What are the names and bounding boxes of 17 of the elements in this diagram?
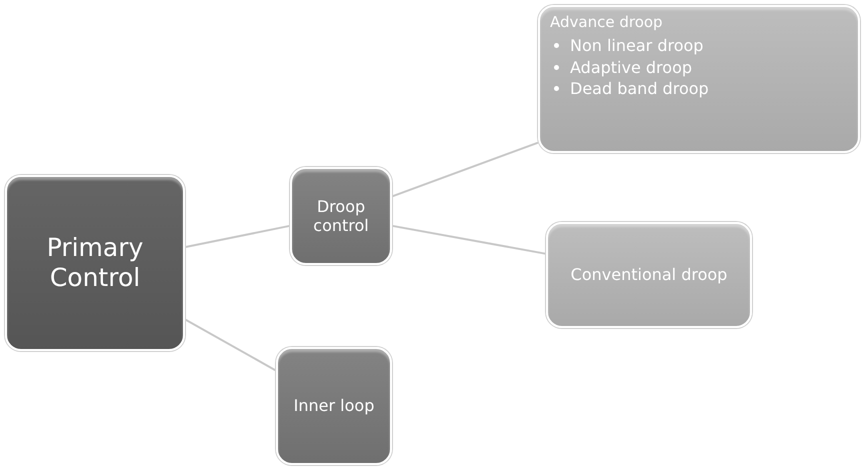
node-label: Primary Control <box>46 233 144 293</box>
rounded-box <box>5 175 185 351</box>
bullet-item: Adaptive droop <box>570 56 692 78</box>
node-label: Advance droop <box>550 13 663 31</box>
node-label: Conventional droop <box>570 265 728 285</box>
connector-line <box>184 318 276 372</box>
bullet-item: Non linear droop <box>570 35 704 57</box>
rounded-box <box>538 5 860 153</box>
node-label: Droop control <box>312 196 370 236</box>
rounded-box <box>546 222 752 328</box>
node-label: Inner loop <box>294 396 374 416</box>
rounded-box <box>290 167 392 265</box>
connector-line <box>392 142 538 198</box>
bullet-item: Dead band droop <box>570 78 709 100</box>
connector-line <box>392 224 546 255</box>
rounded-box <box>276 347 392 465</box>
connector-line <box>184 224 290 248</box>
